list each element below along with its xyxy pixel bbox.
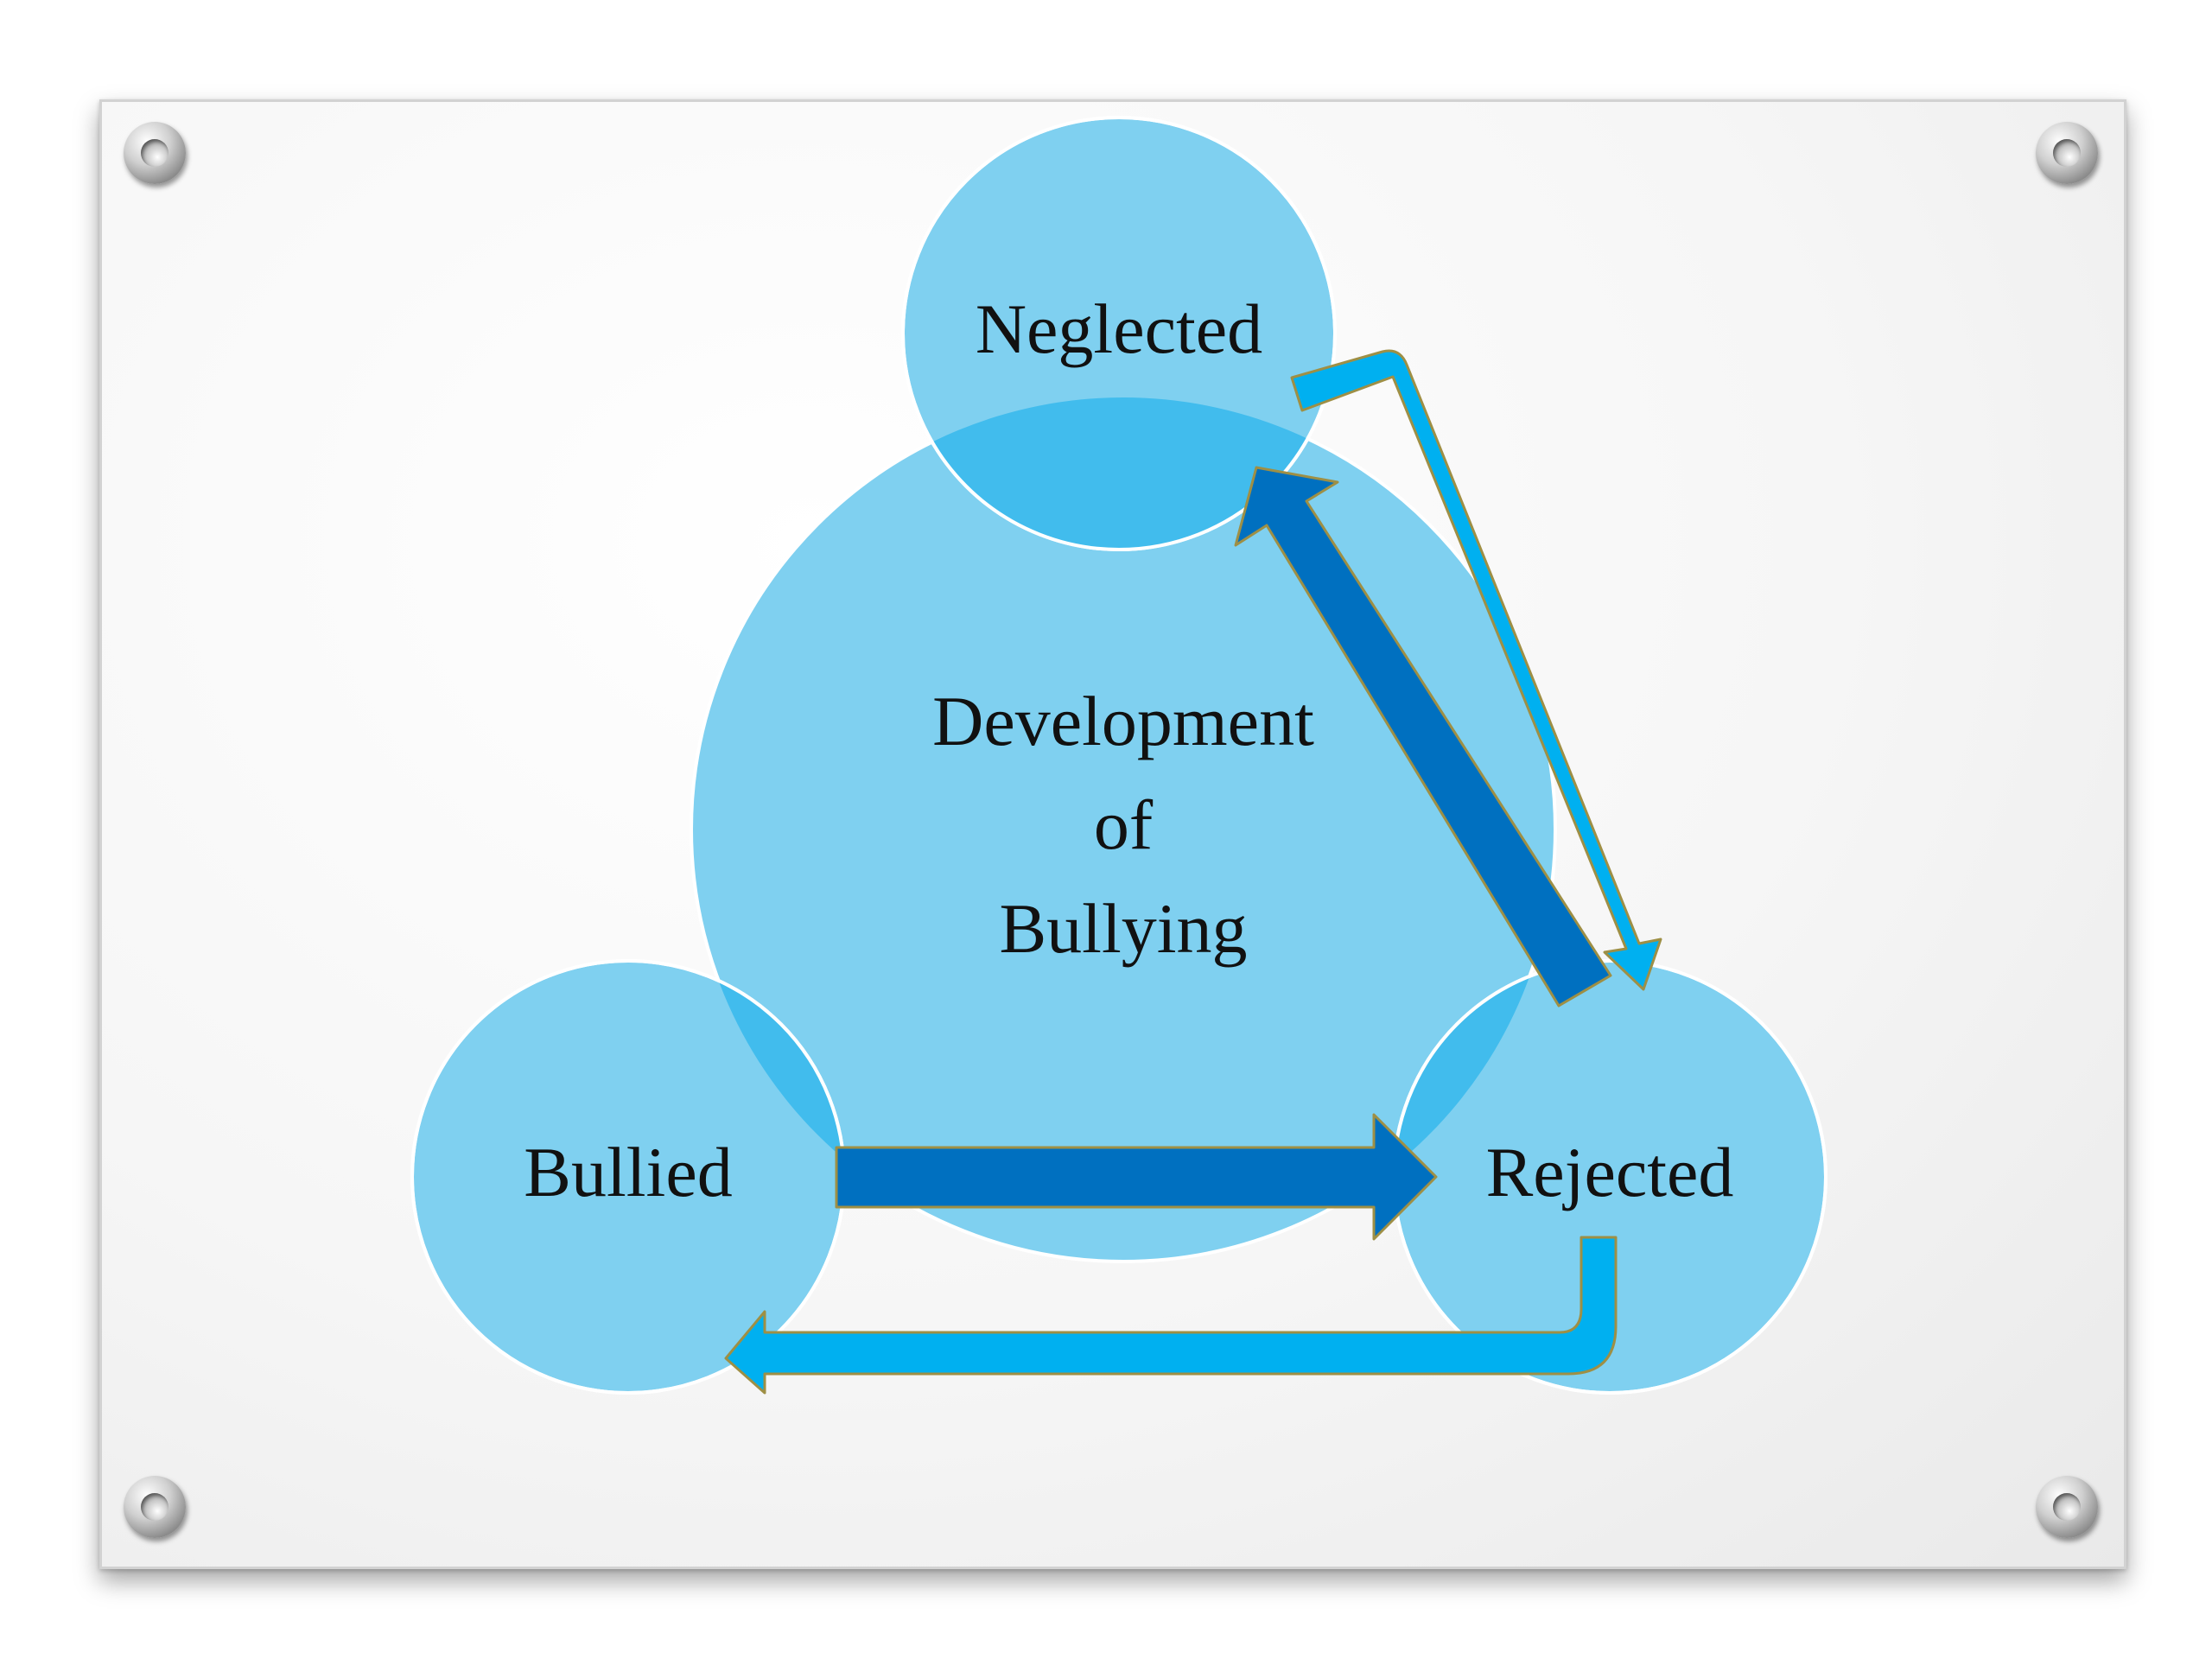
center-label-line-2: of	[1093, 785, 1154, 864]
arrow-bullied-to-rejected	[835, 1113, 1438, 1241]
neglected-overlap	[903, 397, 1335, 550]
bullied-label: Bullied	[524, 1133, 733, 1211]
arrow-rejected-to-bullied	[724, 1236, 1618, 1395]
rivet-bottom-right-icon	[2036, 1476, 2098, 1538]
rivet-top-left-icon	[124, 122, 186, 184]
rivet-bottom-left-icon	[124, 1476, 186, 1538]
center-label-line-1: Development	[932, 682, 1314, 760]
center-label: Development of Bullying	[907, 670, 1339, 981]
neglected-label: Neglected	[975, 289, 1263, 368]
rejected-label: Rejected	[1485, 1133, 1734, 1211]
arrow-neglected-to-rejected	[1290, 349, 1662, 991]
arrow-rejected-to-neglected	[1234, 466, 1612, 1007]
neglected-rim	[901, 116, 1337, 551]
center-label-line-3: Bullying	[999, 889, 1248, 968]
rivet-top-right-icon	[2036, 122, 2098, 184]
